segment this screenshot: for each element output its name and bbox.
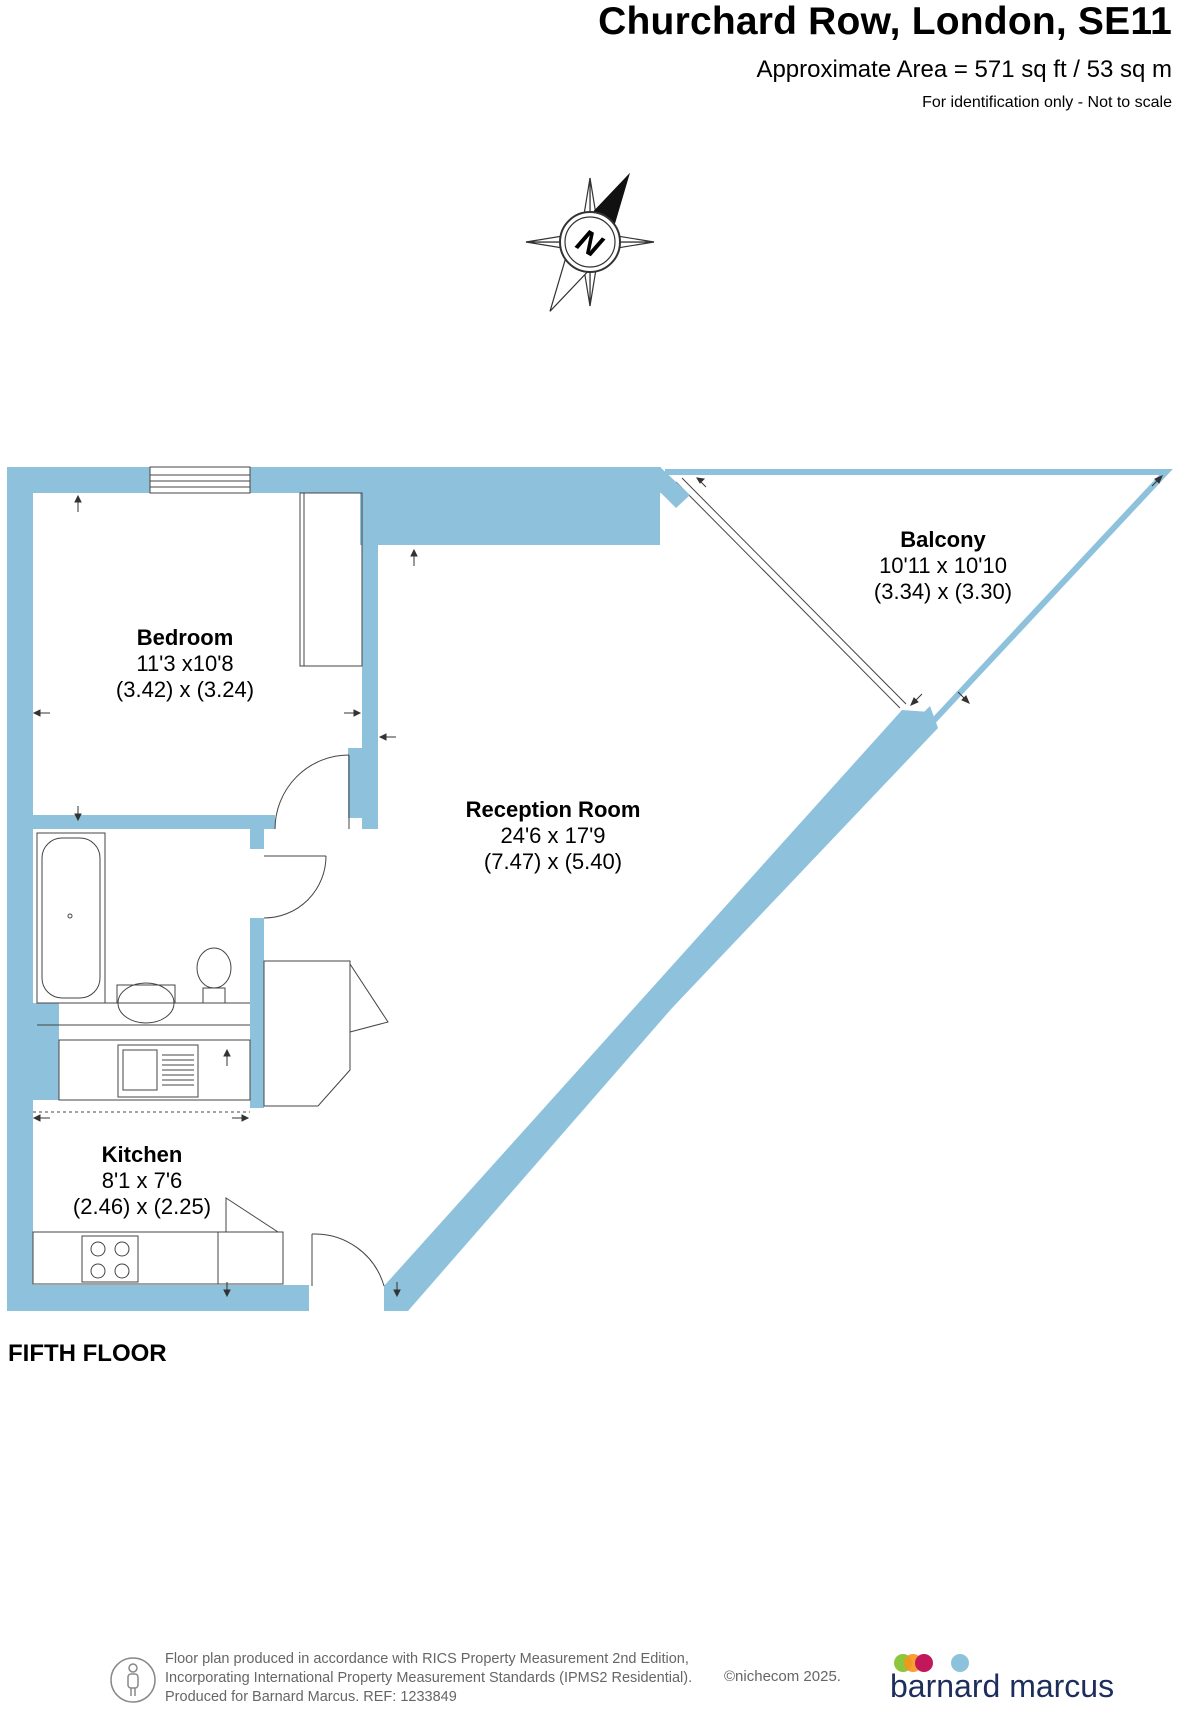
walls — [7, 467, 938, 1311]
room-label-bedroom: Bedroom 11'3 x10'8 (3.42) x (3.24) — [115, 625, 255, 702]
bedroom-window — [149, 466, 251, 494]
page-title: Churchard Row, London, SE11 — [598, 0, 1172, 43]
footer-disclaimer: Floor plan produced in accordance with R… — [165, 1651, 693, 1705]
brand-logo-dots-icon — [894, 1654, 969, 1672]
approximate-area: Approximate Area = 571 sq ft / 53 sq m — [756, 56, 1172, 83]
dimension-arrows — [32, 475, 1163, 1298]
room-label-balcony: Balcony 10'11 x 10'10 (3.34) x (3.30) — [873, 527, 1013, 604]
balcony-area — [665, 469, 1173, 733]
fixtures — [32, 492, 389, 1287]
floor-label: FIFTH FLOOR — [8, 1340, 167, 1367]
room-label-reception: Reception Room 24'6 x 17'9 (7.47) x (5.4… — [465, 797, 641, 874]
person-icon — [110, 1657, 156, 1703]
copyright-note: ©nichecom 2025. — [724, 1668, 841, 1685]
north-compass-icon: N — [525, 172, 655, 312]
identification-note: For identification only - Not to scale — [922, 94, 1172, 111]
room-label-kitchen: Kitchen 8'1 x 7'6 (2.46) x (2.25) — [72, 1142, 212, 1219]
brand-name: barnard marcus — [890, 1668, 1115, 1704]
